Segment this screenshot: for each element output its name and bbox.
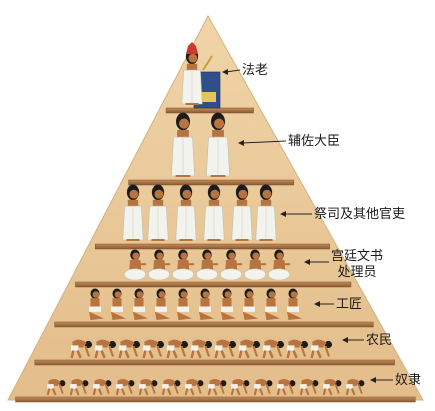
bent-figure [299, 379, 319, 396]
arrow-head [370, 377, 376, 383]
bent-figure [166, 339, 188, 359]
bent-figure [161, 379, 181, 396]
label-scribes-line1: 宫廷文书 [331, 249, 384, 264]
kneeling-figure [177, 288, 192, 320]
pharaoh-staff [202, 55, 213, 71]
arrow-head [342, 337, 348, 343]
bent-figure [238, 339, 260, 359]
tier-figures [46, 112, 365, 396]
bent-figure [262, 339, 284, 359]
label-slaves: 奴隶 [395, 373, 422, 388]
label-ministers: 辅佐大臣 [288, 134, 341, 149]
bent-figure [276, 379, 296, 396]
seated-figure [172, 249, 195, 281]
bent-figure [214, 339, 236, 359]
kneeling-figure [243, 288, 258, 320]
label-scribes: 宫廷文书 处理员 [331, 249, 383, 281]
seated-figure [268, 249, 291, 281]
bent-figure [94, 339, 116, 359]
seated-figure [148, 249, 171, 281]
kneeling-figure [221, 288, 236, 320]
label-scribes-line2: 处理员 [337, 265, 377, 280]
bent-figure [322, 379, 342, 396]
bent-figure [92, 379, 112, 396]
tier-shelf [95, 243, 330, 250]
bent-figure [207, 379, 227, 396]
bent-figure [310, 339, 332, 359]
label-farmers: 农民 [366, 333, 393, 348]
label-pharaoh: 法老 [242, 63, 269, 78]
bent-figure [70, 339, 92, 359]
standing-figure [255, 184, 277, 241]
arrow-head [222, 69, 228, 75]
label-priests-officials: 祭司及其他官吏 [314, 207, 406, 222]
bent-figure [142, 339, 164, 359]
kneeling-figure [89, 288, 104, 320]
standing-figure [206, 112, 230, 177]
kneeling-figure [287, 288, 302, 320]
bent-figure [115, 379, 135, 396]
standing-figure [231, 184, 253, 241]
arrow-head [304, 259, 310, 265]
bent-figure [230, 379, 250, 396]
bent-figure [184, 379, 204, 396]
standing-figure [122, 184, 144, 241]
kneeling-figure [199, 288, 214, 320]
bent-figure [138, 379, 158, 396]
arrow-head [238, 140, 244, 146]
standing-figure [175, 184, 197, 241]
tier-shelves [15, 107, 416, 403]
pharaoh-crown [186, 42, 198, 54]
kneeling-figure [155, 288, 170, 320]
tier-shelf [54, 321, 374, 328]
standing-figure [203, 184, 225, 241]
standing-figure [171, 112, 195, 177]
label-artisans: 工匠 [336, 297, 363, 312]
seated-figure [220, 249, 243, 281]
pharaoh-throne [181, 42, 221, 109]
seated-figure [244, 249, 267, 281]
kneeling-figure [133, 288, 148, 320]
throne-panel [198, 92, 216, 102]
label-arrows [222, 69, 393, 383]
arrow-head [280, 211, 286, 217]
tier-shelf [165, 107, 254, 114]
tier-shelf [128, 179, 295, 186]
arrow-line [225, 69, 241, 73]
tier-shelf [15, 396, 416, 403]
bent-figure [69, 379, 89, 396]
kneeling-figure [111, 288, 126, 320]
arrow-head [314, 301, 320, 307]
tier-shelf [75, 281, 352, 288]
seated-figure [124, 249, 147, 281]
bent-figure [190, 339, 212, 359]
bent-figure [345, 379, 365, 396]
tier-shelf [34, 359, 395, 366]
bent-figure [286, 339, 308, 359]
bent-figure [46, 379, 66, 396]
seated-figure [196, 249, 219, 281]
kneeling-figure [265, 288, 280, 320]
arrow-line [241, 140, 287, 144]
bent-figure [118, 339, 140, 359]
standing-figure [147, 184, 169, 241]
bent-figure [253, 379, 273, 396]
